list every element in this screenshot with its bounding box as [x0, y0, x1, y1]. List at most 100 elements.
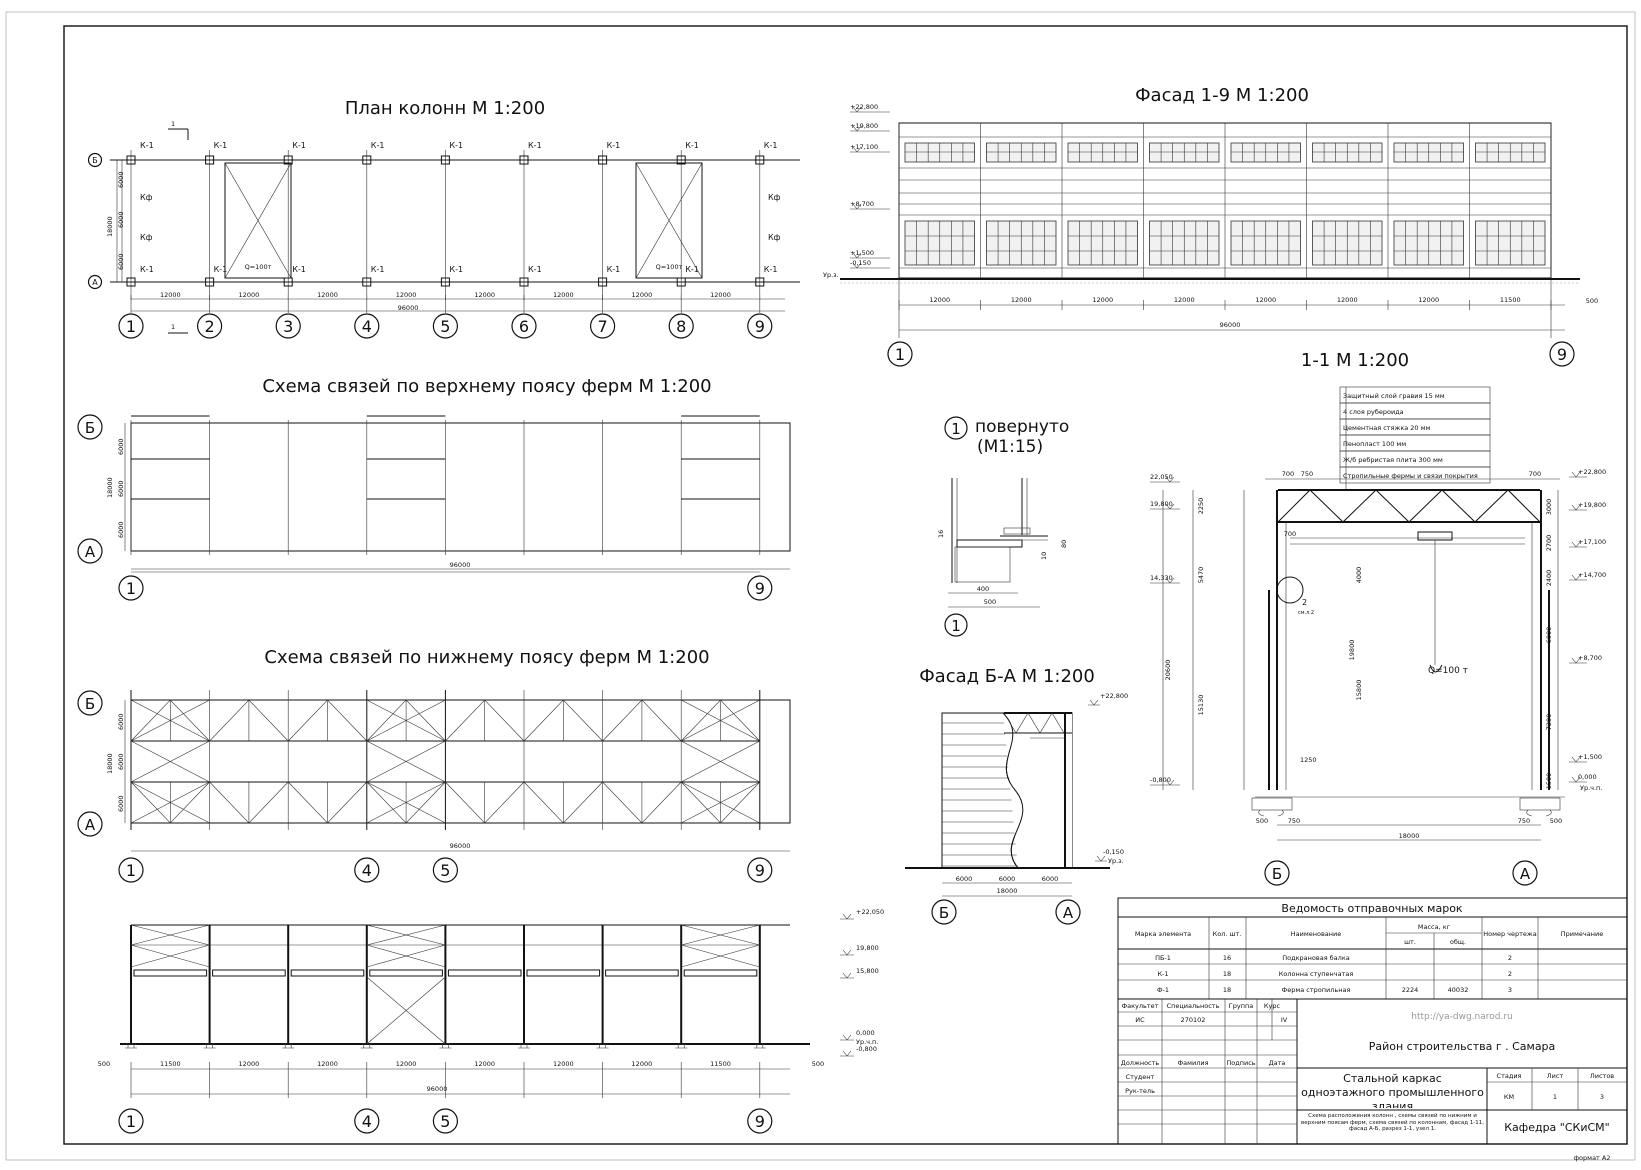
stamp-head: Специальность [1167, 1002, 1220, 1010]
table-cell: ПБ-1 [1155, 954, 1171, 962]
svg-text:Б: Б [1272, 865, 1282, 883]
bay-dim: 12000 [160, 291, 181, 299]
svg-text:6: 6 [519, 317, 529, 336]
dim: 15130 [1197, 695, 1205, 716]
table-title: Ведомость отправочных марок [1281, 902, 1463, 915]
elevation-mark: +19,800 [1578, 501, 1606, 509]
format-label: формат А2 [1574, 1154, 1611, 1162]
elevation-mark: -0,150 [850, 259, 871, 267]
table-header: общ. [1450, 938, 1466, 946]
crane-block-left [224, 162, 292, 279]
total-dim: 96000 [427, 1085, 448, 1093]
elevation-mark: +8,700 [850, 200, 874, 208]
table-cell: 2 [1508, 970, 1512, 978]
elevation-mark: +1,500 [1578, 753, 1602, 761]
elevation-mark: 22,050 [1150, 473, 1173, 481]
facade-ba-title: Фасад Б-А М 1:200 [919, 666, 1095, 687]
crane-capacity-right: Q=100т [656, 263, 683, 271]
svg-text:1: 1 [951, 617, 961, 635]
kf-label: Кф [768, 193, 781, 202]
table-header: Марка элемента [1135, 930, 1191, 938]
svg-text:А: А [1520, 865, 1531, 883]
mark-arrow [1150, 503, 1180, 510]
dim: 700 [1529, 470, 1541, 478]
axis-marker-7: 7 [589, 313, 616, 339]
base [203, 1043, 216, 1049]
node-1-detail: 1 повернуто (М1:15) 400 500 16 80 10 1 [937, 416, 1069, 637]
stamp-project: Стальной каркас одноэтажного промышленно… [1301, 1072, 1484, 1108]
bay-dim: 12000 [553, 291, 574, 299]
dim: 2700 [1545, 535, 1553, 552]
cross-brace [366, 740, 446, 783]
stamp-head: Лист [1547, 1072, 1564, 1080]
axis-marker-9: 9 [747, 313, 773, 339]
facade-19-title: Фасад 1-9 М 1:200 [1135, 85, 1309, 106]
k1-label: К-1 [685, 265, 699, 274]
crane-beam [605, 969, 679, 977]
table-cell: 40032 [1448, 986, 1469, 994]
cross-brace [681, 944, 760, 968]
node-dim: 10 [1040, 552, 1048, 560]
k1-label: К-1 [449, 141, 463, 150]
svg-text:1: 1 [126, 861, 136, 880]
dim: 750 [1301, 470, 1313, 478]
cut-mark-top: 1 [171, 120, 175, 128]
dim: 15800 [1355, 680, 1363, 701]
column [598, 277, 608, 287]
dim: 1250 [1300, 756, 1317, 764]
cross-brace [130, 924, 210, 946]
bay-dim: 11500 [710, 1060, 731, 1068]
table-header: Примечание [1561, 930, 1603, 938]
svg-text:1: 1 [126, 579, 136, 598]
row-dim: 6000 [117, 753, 125, 770]
k1-label: К-1 [764, 141, 778, 150]
svg-text:4: 4 [362, 1112, 372, 1131]
svg-text:9: 9 [755, 579, 765, 598]
crane-beam [447, 969, 522, 977]
column-plan: 120001К-1К-1120002К-1К-1120003К-1К-11200… [87, 120, 800, 339]
dim: 5470 [1197, 567, 1205, 584]
svg-text:1: 1 [126, 317, 136, 336]
title-block: Факультет Специальность Группа Курс ИС 2… [1117, 998, 1628, 1145]
layer-label: Пенопласт 100 мм [1343, 440, 1406, 448]
column [519, 277, 529, 287]
row-dim: 6000 [117, 171, 125, 188]
cross-brace [130, 699, 210, 742]
cross-brace [681, 699, 760, 742]
axis-marker-b: Б [1264, 860, 1290, 886]
k1-label: К-1 [140, 265, 154, 274]
bay-dim: 12000 [632, 1060, 653, 1068]
cross-brace [366, 699, 446, 742]
node-ref-sub: см.л.2 [1298, 610, 1314, 616]
floor-label: Ур.ч.п. [856, 1038, 878, 1046]
bay-dim: 12000 [239, 1060, 260, 1068]
column [126, 277, 136, 287]
cut-mark-bottom: 1 [171, 323, 175, 331]
crane-beam [290, 969, 365, 977]
table-header: шт. [1404, 938, 1416, 946]
axis-marker [944, 613, 968, 637]
svg-text:3: 3 [283, 317, 293, 336]
stamp-value: 3 [1600, 1093, 1604, 1101]
mark-arrow [850, 203, 890, 210]
roof-layers: Защитный слой гравия 15 мм4 слоя руберои… [1339, 386, 1491, 484]
table-cell: 18 [1223, 986, 1231, 994]
axis-marker-3: 3 [275, 313, 301, 339]
floor-label: Ур.ч.п. [1580, 784, 1602, 792]
k1-label: К-1 [449, 265, 463, 274]
edge-dim: 500 [1586, 297, 1598, 305]
table-header: Наименование [1291, 930, 1342, 938]
cross-brace [681, 924, 760, 946]
elevation-mark: -0,150 [1103, 848, 1124, 856]
base [125, 1043, 137, 1049]
base [596, 1043, 609, 1049]
elevation-mark: 14,330 [1150, 574, 1173, 582]
row-dim: 6000 [117, 211, 125, 228]
